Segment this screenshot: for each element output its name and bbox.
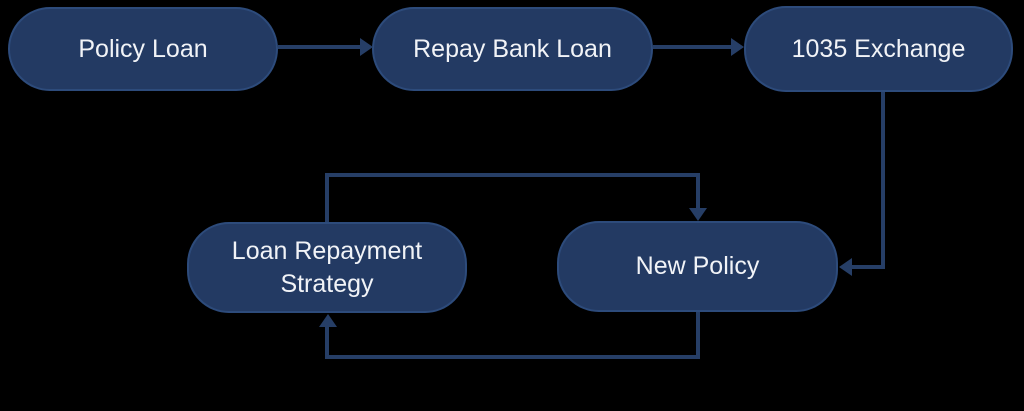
node-new-policy: New Policy: [557, 221, 838, 312]
connector-exchange-to-newpolicy-horizontal: [852, 265, 885, 269]
node-loan-repayment-strategy: Loan Repayment Strategy: [187, 222, 467, 313]
arrowhead-policy-to-repay-icon: [360, 38, 373, 56]
arrowhead-newpolicy-to-strategy-icon: [319, 314, 337, 327]
connector-exchange-to-newpolicy-vertical: [881, 92, 885, 269]
node-repay-bank-loan-label: Repay Bank Loan: [413, 34, 612, 63]
connector-newpolicy-to-strategy-horizontal: [325, 355, 700, 359]
node-repay-bank-loan: Repay Bank Loan: [372, 7, 653, 91]
node-policy-loan-label: Policy Loan: [78, 34, 208, 63]
arrowhead-repay-to-exchange-icon: [731, 38, 744, 56]
connector-repay-to-exchange-line: [653, 45, 731, 49]
node-new-policy-label: New Policy: [635, 252, 760, 280]
connector-strategy-to-newpolicy-up: [325, 173, 329, 222]
node-1035-exchange: 1035 Exchange: [744, 6, 1013, 92]
connector-strategy-to-newpolicy-down: [696, 173, 700, 209]
connector-policy-to-repay-line: [278, 45, 360, 49]
connector-newpolicy-to-strategy-up: [325, 327, 329, 359]
connector-strategy-to-newpolicy-horizontal: [325, 173, 700, 177]
connector-newpolicy-to-strategy-down: [696, 312, 700, 359]
node-loan-repayment-strategy-label: Loan Repayment Strategy: [231, 236, 423, 298]
arrowhead-strategy-to-newpolicy-icon: [689, 208, 707, 221]
node-policy-loan: Policy Loan: [8, 7, 278, 91]
arrowhead-exchange-to-newpolicy-icon: [839, 258, 852, 276]
node-1035-exchange-label: 1035 Exchange: [791, 34, 966, 63]
